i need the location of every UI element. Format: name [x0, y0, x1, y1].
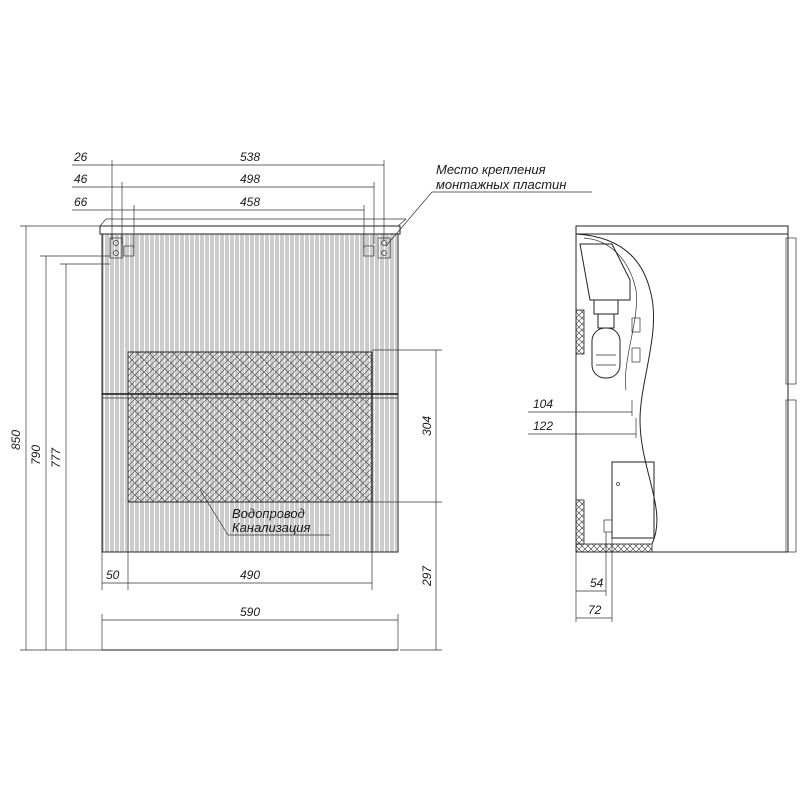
dim-104: 104	[528, 397, 633, 436]
dim-490: 50 490	[101, 502, 373, 590]
cabinet-top	[99, 225, 401, 235]
dim-label-538: 538	[240, 150, 260, 164]
dim-label-122: 122	[533, 419, 553, 433]
mount-note-line2: монтажных пластин	[436, 177, 566, 192]
dim-label-304: 304	[420, 416, 434, 436]
dim-label-458: 458	[240, 195, 260, 209]
dim-850: 850	[9, 225, 102, 651]
dim-590: 590	[101, 605, 399, 651]
dim-122: 122	[528, 418, 637, 438]
dim-54: 54	[575, 532, 607, 622]
mounting-bracket-left	[109, 237, 135, 259]
dim-label-490: 490	[240, 568, 260, 582]
dim-label-850: 850	[9, 430, 23, 450]
dim-label-498: 498	[240, 172, 260, 186]
dim-label-590: 590	[240, 605, 260, 619]
dim-498: 498	[121, 172, 375, 244]
dim-458: 458	[133, 195, 365, 248]
dim-538: 538	[111, 150, 385, 240]
dim-304: 304	[372, 349, 442, 503]
dim-label-104: 104	[533, 397, 553, 411]
dim-label-297: 297	[420, 565, 434, 587]
dim-label-50: 50	[106, 568, 120, 582]
dim-label-790: 790	[29, 445, 43, 465]
siphon-icon	[579, 243, 641, 379]
drawer-box	[611, 461, 655, 539]
dim-label-66: 66	[74, 195, 88, 209]
installation-zone	[127, 351, 373, 503]
dim-label-777: 777	[49, 447, 63, 468]
front-view: 538 498 458 26 46 66 Место крепления мон…	[9, 150, 592, 651]
mount-note-line1: Место крепления	[436, 162, 546, 177]
dim-297: 297	[400, 502, 442, 651]
dim-777: 777	[49, 263, 110, 650]
dim-72: 72	[576, 538, 613, 622]
water-supply-label: Водопровод	[232, 506, 305, 521]
dim-label-54: 54	[590, 576, 604, 590]
sewage-label: Канализация	[232, 520, 310, 535]
side-view: 104 122 54 72	[528, 225, 797, 622]
sink-profile	[575, 233, 658, 545]
dim-label-72: 72	[588, 603, 602, 617]
dim-label-46: 46	[74, 172, 88, 186]
dim-790: 790	[29, 255, 110, 650]
dim-label-26: 26	[73, 150, 88, 164]
